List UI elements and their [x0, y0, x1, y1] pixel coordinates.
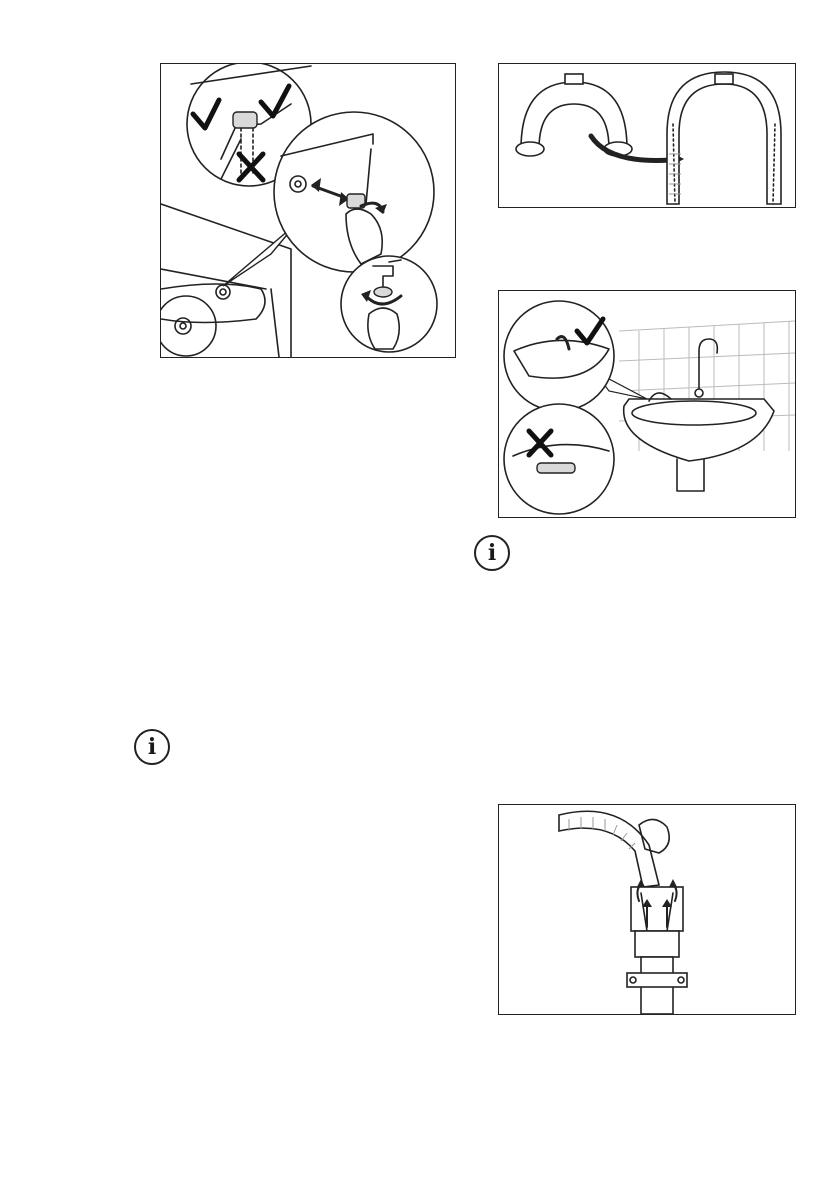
info-icon: i	[474, 535, 510, 571]
hose-guide-illustration	[499, 64, 795, 207]
info-symbol: i	[488, 540, 496, 566]
inset-incorrect	[504, 404, 614, 514]
info-icon: i	[134, 729, 170, 765]
hose-icon	[667, 72, 781, 204]
inset-zoom	[274, 112, 434, 272]
inlet-icon	[216, 285, 230, 299]
figure-hose-guide	[498, 63, 796, 208]
faucet-icon	[699, 339, 717, 391]
tap-connection-illustration	[161, 64, 455, 357]
drain-pipe-illustration	[499, 805, 795, 1014]
drain-pipe-icon	[627, 887, 687, 1014]
hose-icon	[559, 811, 659, 887]
info-symbol: i	[148, 734, 156, 760]
figure-drain-pipe	[498, 804, 796, 1015]
inset-correct	[504, 301, 614, 411]
figure-tap-connection	[160, 63, 456, 358]
sink-placement-illustration	[499, 291, 795, 517]
inset-tap	[341, 256, 437, 352]
figure-sink-placement	[498, 290, 796, 518]
hose-guide-icon	[516, 74, 632, 156]
